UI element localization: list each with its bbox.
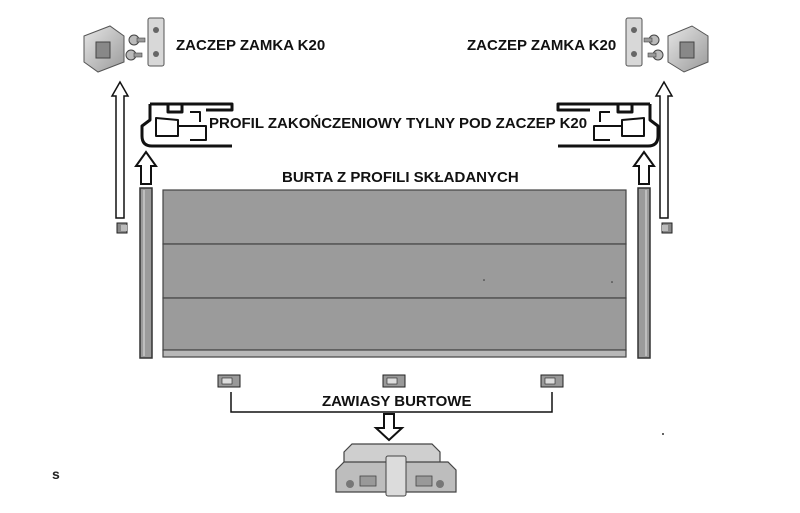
label-side-panel: BURTA Z PROFILI SKŁADANYCH <box>282 169 519 186</box>
label-lock-keeper-left: ZACZEP ZAMKA K20 <box>176 37 326 54</box>
hinge-detail-icon <box>335 443 457 497</box>
end-profile-left-icon <box>140 102 234 148</box>
panel-profile <box>162 243 627 299</box>
screws-left-icon <box>125 34 146 61</box>
screws-right-icon <box>643 34 664 61</box>
fitting-left-icon <box>116 222 128 234</box>
speck <box>483 279 485 281</box>
label-hinges: ZAWIASY BURTOWE <box>322 393 472 410</box>
arrow-up-left-short-icon <box>134 150 158 185</box>
end-profile-right-icon <box>556 102 660 148</box>
hinge-icon <box>382 374 406 388</box>
fitting-right-icon <box>661 222 673 234</box>
hinge-icon <box>540 374 564 388</box>
arrow-up-right-short-icon <box>632 150 656 185</box>
arrow-up-right-long-icon <box>654 80 674 219</box>
label-end-profile: PROFIL ZAKOŃCZENIOWY TYLNY POD ZACZEP K2… <box>209 115 588 132</box>
side-bar-left <box>139 187 153 359</box>
lock-keeper-right-icon <box>625 17 709 73</box>
label-lock-keeper-right: ZACZEP ZAMKA K20 <box>467 37 617 54</box>
speck <box>611 281 613 283</box>
side-panel <box>162 189 627 358</box>
stray-mark: s <box>52 466 60 482</box>
side-bar-right <box>637 187 651 359</box>
panel-profile <box>162 297 627 351</box>
lock-keeper-left-icon <box>83 17 165 73</box>
panel-bottom-edge <box>162 349 627 358</box>
hinge-bracket <box>230 392 553 413</box>
arrow-down-icon <box>373 413 405 442</box>
panel-profile <box>162 189 627 245</box>
arrow-up-left-long-icon <box>110 80 130 219</box>
speck <box>662 433 664 435</box>
hinge-icon <box>217 374 241 388</box>
